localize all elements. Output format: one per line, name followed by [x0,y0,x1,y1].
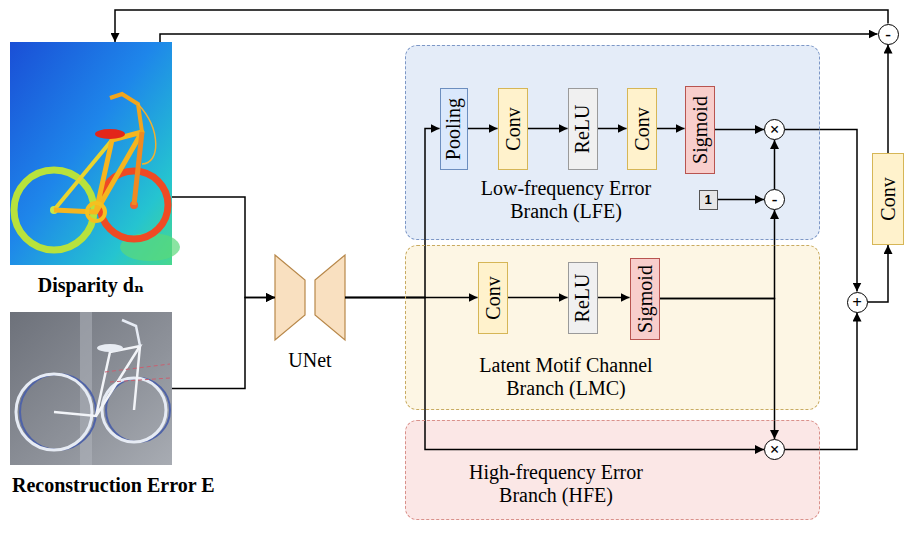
unet-decoder [315,255,345,340]
operator-symbol: × [770,121,780,138]
region-fill [405,45,820,240]
operator-circle: - [878,24,899,45]
process-box: Conv [872,153,904,245]
process-box: Sigmoid [685,86,715,174]
error-map [10,312,172,465]
network-block: UNet [275,255,345,340]
box-label: Conv [878,177,898,220]
box-label: ReLU [573,104,593,153]
connector-arrow [868,245,889,302]
branch-region: High-frequency Error Branch (HFE) × [405,420,820,520]
box-label: Conv [503,107,523,150]
bike-cable [138,104,156,164]
operator-circle: × [764,439,785,460]
disparity-map [10,42,172,265]
box-label: ReLU [573,273,593,322]
connector-arrow [598,297,630,299]
connector-arrow [345,129,440,298]
operator-circle: - [764,189,785,210]
node-caption: Disparity dₙ [38,273,145,297]
operator-circle: × [764,119,785,140]
branch-region: Low-frequency Error Branch (LFE) Pooling C… [405,45,820,240]
image-panel: Disparity dₙ [10,42,172,265]
operator-symbol: - [885,26,891,43]
connector-arrow [598,128,627,130]
process-box: ReLU [568,262,598,334]
box-label: Conv [483,276,503,319]
process-box: Pooling [440,88,468,170]
process-box: Conv [627,88,657,170]
process-box: Sigmoid [630,258,660,340]
region-fill [405,245,820,410]
operator-symbol: + [852,294,862,311]
connector-arrow [172,298,275,389]
bike-fork [134,132,142,205]
branch-label: High-frequency Error Branch (HFE) [446,461,666,507]
box-label: Sigmoid [690,96,710,164]
branch-label: Latent Motif Channel Branch (LMC) [456,354,676,400]
node-caption: Reconstruction Error E [12,473,215,497]
constant-box: 1 [699,190,718,210]
bike-handlebar [110,94,142,132]
unet-encoder [275,255,305,340]
box-label: Sigmoid [635,265,655,333]
node-caption: UNet [288,348,331,372]
operator-symbol: × [770,441,780,458]
bike-wheel [106,378,170,442]
connector-arrow [715,129,765,131]
bike-fork [134,346,140,410]
branch-label: Low-frequency Error Branch (LFE) [456,177,676,223]
box-label: Conv [632,107,652,150]
connector-arrow [774,140,776,189]
constant-value: 1 [704,193,711,206]
image-panel: Reconstruction Error E [10,312,172,465]
operator-circle: + [847,292,868,313]
connector-arrow [785,313,857,450]
connector-arrow [718,199,765,201]
bike-handlebar [122,320,140,346]
process-box: ReLU [568,88,598,170]
box-label: Pooling [444,97,464,159]
bike-frame [54,132,142,212]
connector-arrow [508,297,568,299]
connector-arrow [660,210,775,299]
bike-seat [95,129,125,139]
connector-arrow [785,130,857,292]
connector-arrow [887,45,889,154]
connector-arrow [172,197,275,298]
connector-arrow [345,298,764,450]
region-fill [405,420,820,520]
connector-arrow [657,128,685,130]
connector-arrow [115,10,888,42]
operator-symbol: - [772,191,778,208]
branch-region: Latent Motif Channel Branch (LMC) Conv ReL… [405,245,820,410]
bike-seat [97,344,123,352]
process-box: Conv [498,88,528,170]
process-box: Conv [478,262,508,334]
connector-arrow [660,299,775,440]
connector-arrow [528,128,568,130]
error-streak [105,364,170,382]
bike-chainring [87,203,105,221]
connector-arrow [468,128,498,130]
connector-arrow [160,34,878,42]
